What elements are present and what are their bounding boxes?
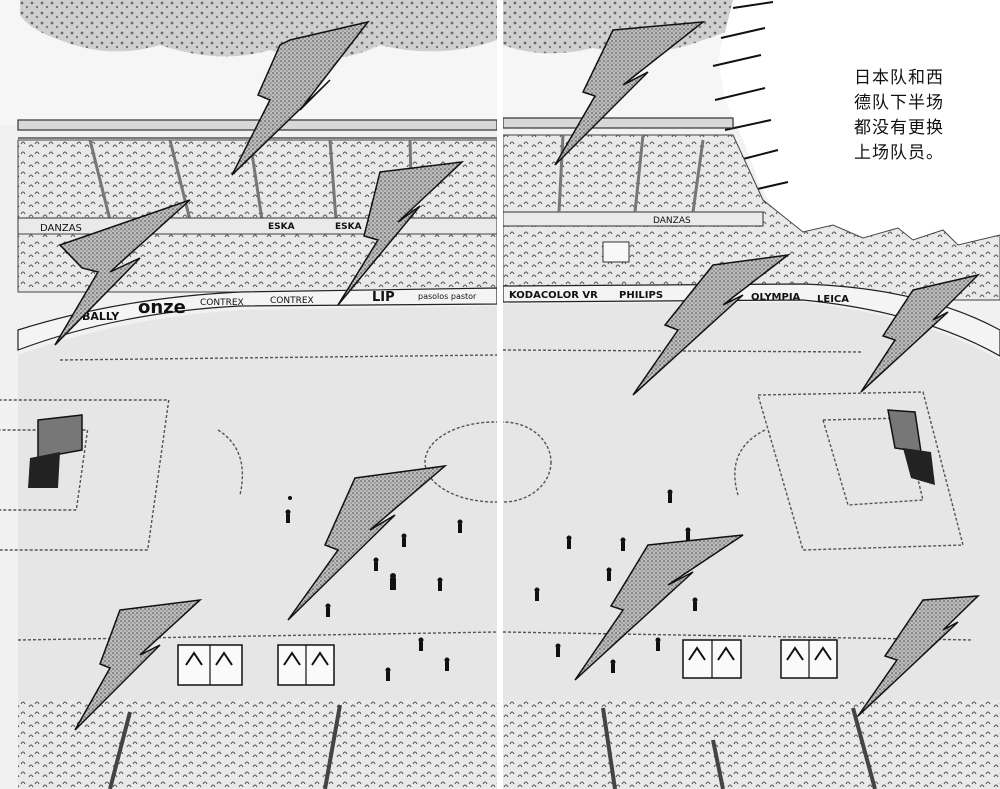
narration-caption: 日本队和西 德队下半场 都没有更换 上场队员。	[854, 68, 944, 163]
foreground-aisles	[601, 707, 877, 789]
foreground-crowd	[18, 700, 497, 789]
stand-aisles	[557, 134, 705, 213]
foreground-crowd	[503, 700, 1000, 789]
ad-board-contrex-2: CONTREX	[270, 296, 314, 306]
left-page: DANZAS ESKA ESKA BALLY onze CONTREX CONT…	[0, 0, 497, 789]
right-goal-net	[903, 448, 935, 485]
pitch-markings	[503, 349, 974, 641]
stadium-left-illustration: DANZAS ESKA ESKA BALLY onze CONTREX CONT…	[0, 0, 497, 789]
right-page: DANZAS KODACOLOR VR PHILIPS OLYMPIA LEIC…	[503, 0, 1000, 789]
dugouts-left	[177, 644, 335, 686]
dugouts-right	[682, 639, 838, 679]
ad-board-lip: LIP	[372, 290, 395, 305]
foreground-aisles	[108, 704, 342, 789]
stadium-right-illustration: DANZAS KODACOLOR VR PHILIPS OLYMPIA LEIC…	[503, 0, 1000, 789]
tunnel-entrance	[602, 241, 630, 263]
pitch-markings	[0, 354, 497, 641]
ad-board-kodacolor: KODACOLOR VR	[509, 290, 598, 301]
perimeter-ad-boards	[17, 287, 497, 351]
ad-board-bally: BALLY	[82, 310, 120, 323]
lightning-effects-right	[554, 21, 981, 717]
stadium-roof	[503, 117, 734, 129]
perimeter-ad-boards	[503, 283, 1000, 357]
upper-ad-band	[17, 217, 497, 235]
ad-board-philips: PHILIPS	[619, 290, 663, 301]
storm-cloud	[503, 0, 763, 54]
pitch	[18, 306, 497, 700]
ad-board-contrex-1: CONTREX	[200, 298, 244, 308]
ad-board-olympia: OLYMPIA	[751, 292, 801, 303]
ad-board-eska-1: ESKA	[268, 222, 295, 232]
ad-board-danzas-left: DANZAS	[40, 223, 82, 234]
players-left	[285, 496, 463, 681]
ad-board-onze: onze	[138, 297, 186, 318]
caption-panel	[718, 0, 1000, 245]
ad-board-eska-2: ESKA	[335, 222, 362, 232]
players-right	[534, 489, 698, 673]
left-goal-net	[28, 452, 60, 488]
storm-cloud	[20, 0, 497, 59]
page-gutter	[497, 0, 503, 789]
ad-board-danzas-right: DANZAS	[653, 216, 691, 226]
lightning-effects-left	[54, 20, 465, 731]
ad-board-pasolos: pasolos pastor	[418, 292, 477, 301]
ad-board-leica: LEICA	[817, 294, 849, 305]
left-goal	[37, 414, 83, 459]
upper-ad-band	[503, 211, 764, 227]
